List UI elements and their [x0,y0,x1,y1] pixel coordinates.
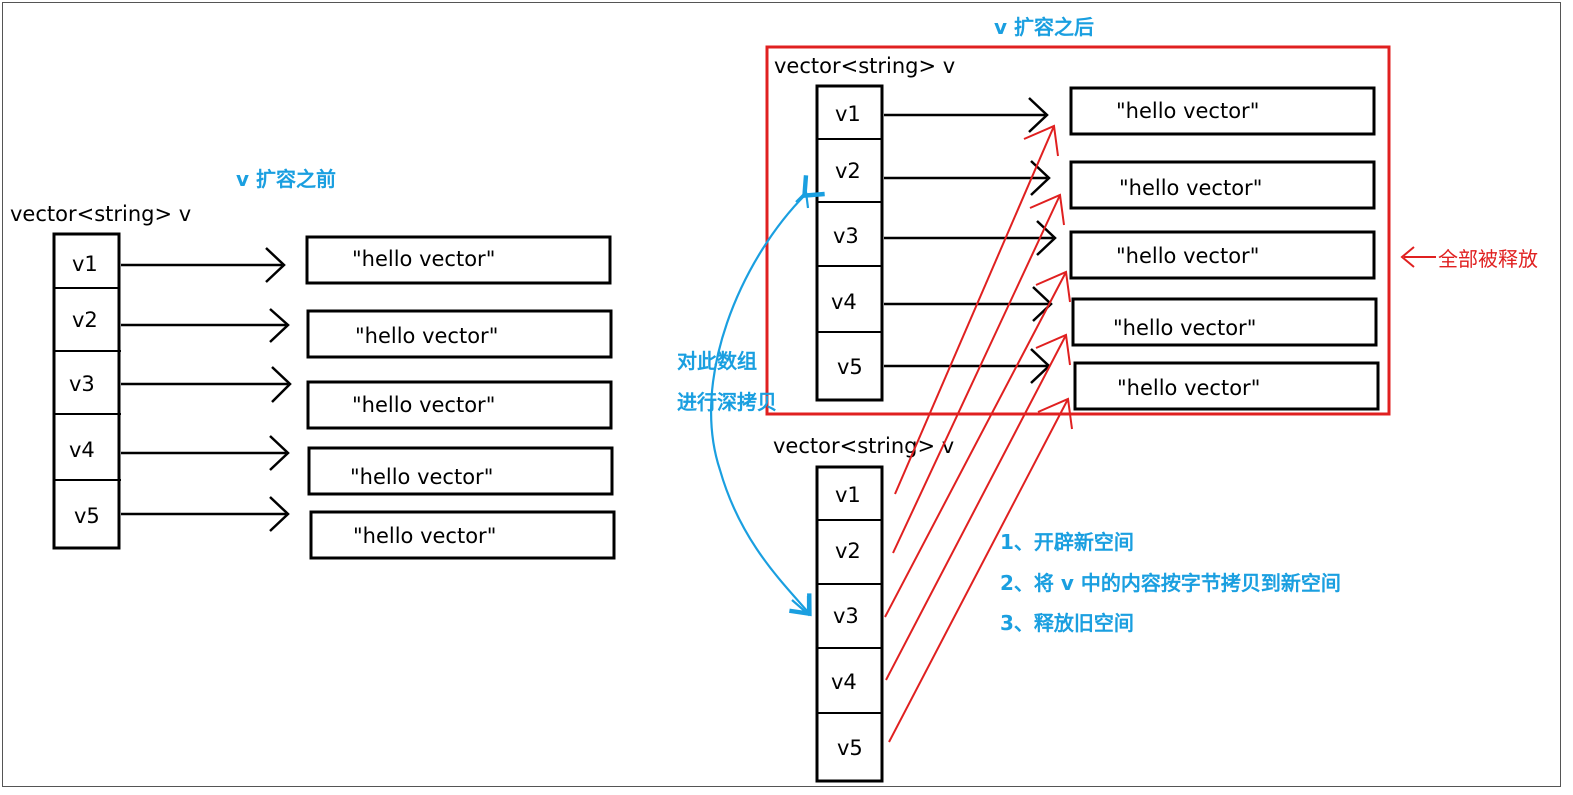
diagram-frame [2,2,1561,787]
title-after: v 扩容之后 [994,15,1094,39]
string-box [1071,297,1378,347]
string-box [1069,160,1376,210]
arrow-head [269,308,290,343]
step-1: 1、开辟新空间 [1000,530,1134,554]
title-before: v 扩容之前 [236,167,336,191]
cell-new-v4: v4 [831,670,857,694]
released-frame [765,45,1391,416]
array-new-outline [815,465,884,783]
arrows-before [121,247,292,532]
string-after-5: "hello vector" [1117,376,1261,400]
red-arrow-head [1035,333,1071,366]
string-box [305,235,612,285]
step-2: 2、将 v 中的内容按字节拷贝到新空间 [1000,571,1341,595]
cell-before-v2: v2 [72,308,98,332]
deep-copy-curve [710,175,825,617]
cell-before-v1: v1 [72,252,98,276]
deep-copy-note-line2: 进行深拷贝 [677,390,777,414]
vector-decl-after-old: vector<string> v [774,54,956,78]
red-arrow-head [1037,397,1073,430]
string-box [1069,230,1376,280]
arrows-old [884,97,1057,384]
released-arrow [1400,246,1436,268]
red-arrow-line [888,398,1069,743]
string-before-4: "hello vector" [350,465,494,489]
string-after-4: "hello vector" [1113,316,1257,340]
cell-before-v5: v5 [74,504,100,528]
string-before-2: "hello vector" [355,324,499,348]
vector-decl-before: vector<string> v [10,202,192,226]
string-after-3: "hello vector" [1116,244,1260,268]
cell-before-v4: v4 [69,438,95,462]
cell-new-v5: v5 [837,736,863,760]
red-arrow-head [1029,193,1065,226]
red-arrow-line [894,125,1055,495]
red-arrow-line [892,194,1061,554]
string-after-1: "hello vector" [1116,99,1260,123]
cell-old-v1: v1 [835,102,861,126]
red-arrow-line [885,334,1067,681]
strings-before [305,235,616,560]
deep-copy-head-bottom [791,596,810,617]
arrow-head [265,247,286,283]
string-box [306,309,613,359]
string-before-3: "hello vector" [352,393,496,417]
array-before [52,232,121,550]
arrows-new-to-strings [884,124,1073,743]
string-box [1069,86,1376,136]
arrow-head [269,496,290,532]
cell-old-v4: v4 [831,290,857,314]
string-box [306,380,613,430]
cell-before-v3: v3 [69,372,95,396]
arrow-head [1036,220,1057,256]
cell-new-v1: v1 [835,483,861,507]
red-arrow-head [1035,270,1071,303]
string-after-2: "hello vector" [1119,176,1263,200]
cell-old-v3: v3 [833,224,859,248]
array-new [815,465,884,783]
step-3: 3、释放旧空间 [1000,611,1134,635]
red-arrow-line [884,271,1067,618]
strings-after [1069,86,1380,411]
arrow-head [1032,286,1053,322]
deep-copy-head-top [795,189,810,209]
arrow-head [269,435,290,471]
arrow-head [1028,97,1049,133]
cell-old-v5: v5 [837,355,863,379]
arrow-head [271,366,292,403]
string-before-1: "hello vector" [352,247,496,271]
cell-new-v2: v2 [835,539,861,563]
deep-copy-note-line1: 对此数组 [677,349,757,373]
string-box [307,446,614,496]
array-before-outline [52,232,121,550]
cell-old-v2: v2 [835,159,861,183]
cell-new-v3: v3 [833,604,859,628]
string-before-5: "hello vector" [353,524,497,548]
red-arrow-head [1023,124,1059,157]
string-box [1073,361,1380,411]
released-note: 全部被释放 [1438,247,1538,271]
string-box [309,510,616,560]
